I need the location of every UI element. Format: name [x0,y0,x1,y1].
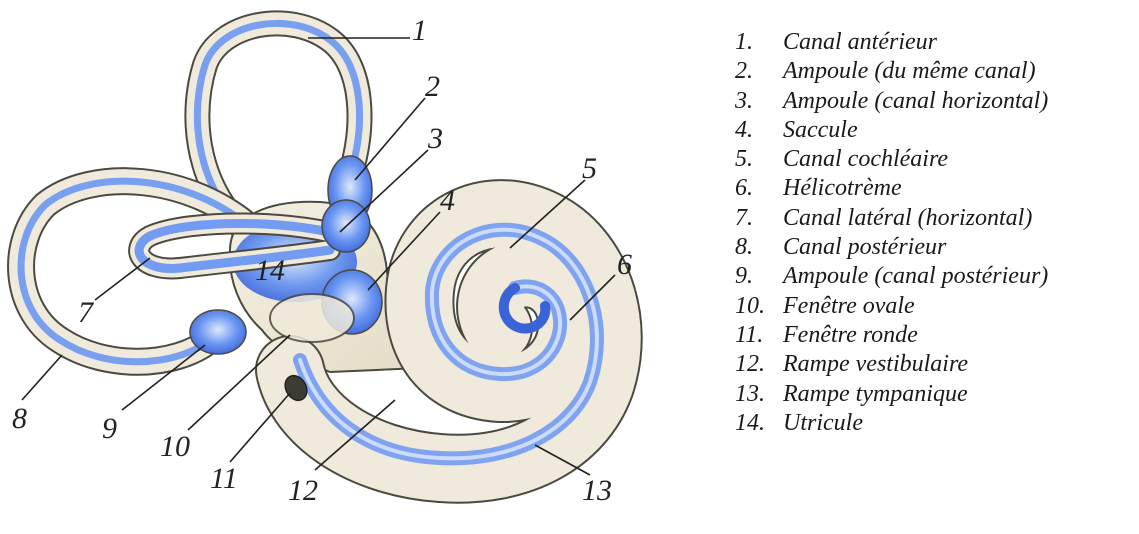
legend-item: 8.Canal postérieur [735,233,1048,262]
legend-number: 11. [735,321,783,350]
legend-list: 1.Canal antérieur 2.Ampoule (du même can… [735,28,1048,438]
legend-number: 3. [735,87,783,116]
callout-2: 2 [425,70,440,103]
legend-label: Canal antérieur [783,29,937,55]
callout-4: 4 [440,184,455,217]
callout-6: 6 [617,248,632,281]
legend-item: 2.Ampoule (du même canal) [735,57,1048,86]
legend-label: Ampoule (canal horizontal) [783,88,1048,114]
legend-label: Utricule [783,410,863,436]
legend-item: 7.Canal latéral (horizontal) [735,204,1048,233]
legend-item: 1.Canal antérieur [735,28,1048,57]
legend-item: 4.Saccule [735,116,1048,145]
callout-9: 9 [102,412,117,445]
ampulla-posterior [190,310,246,354]
callout-5: 5 [582,152,597,185]
legend-label: Fenêtre ovale [783,293,915,319]
legend-item: 5.Canal cochléaire [735,145,1048,174]
callout-7: 7 [78,296,95,329]
legend-label: Saccule [783,117,858,143]
legend-number: 12. [735,350,783,379]
legend-label: Fenêtre ronde [783,322,918,348]
legend-item: 9.Ampoule (canal postérieur) [735,262,1048,291]
legend-label: Canal postérieur [783,234,946,260]
legend-number: 7. [735,204,783,233]
legend-label: Hélicotrème [783,175,902,201]
legend-item: 3.Ampoule (canal horizontal) [735,87,1048,116]
legend-number: 8. [735,233,783,262]
legend-number: 9. [735,262,783,291]
legend-label: Rampe vestibulaire [783,351,968,377]
legend-number: 4. [735,116,783,145]
callout-1: 1 [412,14,427,47]
inner-ear-illustration: 1 2 3 4 5 6 7 8 9 10 11 12 13 14 [0,0,700,534]
callout-10: 10 [160,430,190,463]
legend-number: 10. [735,292,783,321]
legend-number: 5. [735,145,783,174]
legend-item: 12.Rampe vestibulaire [735,350,1048,379]
callout-8: 8 [12,402,27,435]
legend-label: Canal latéral (horizontal) [783,205,1032,231]
oval-window [270,294,354,342]
legend-label: Ampoule (du même canal) [783,58,1036,84]
legend-item: 13.Rampe tympanique [735,380,1048,409]
legend-number: 6. [735,174,783,203]
legend-number: 1. [735,28,783,57]
callout-11: 11 [210,462,238,495]
legend-item: 10.Fenêtre ovale [735,292,1048,321]
callout-13: 13 [582,474,612,507]
legend-label: Canal cochléaire [783,146,948,172]
callout-3: 3 [427,122,443,155]
legend-item: 14.Utricule [735,409,1048,438]
legend-number: 14. [735,409,783,438]
legend-label: Rampe tympanique [783,381,968,407]
callout-14: 14 [255,254,285,287]
legend-number: 2. [735,57,783,86]
legend-item: 6.Hélicotrème [735,174,1048,203]
legend-number: 13. [735,380,783,409]
callout-12: 12 [288,474,318,507]
legend-item: 11.Fenêtre ronde [735,321,1048,350]
legend-label: Ampoule (canal postérieur) [783,263,1048,289]
